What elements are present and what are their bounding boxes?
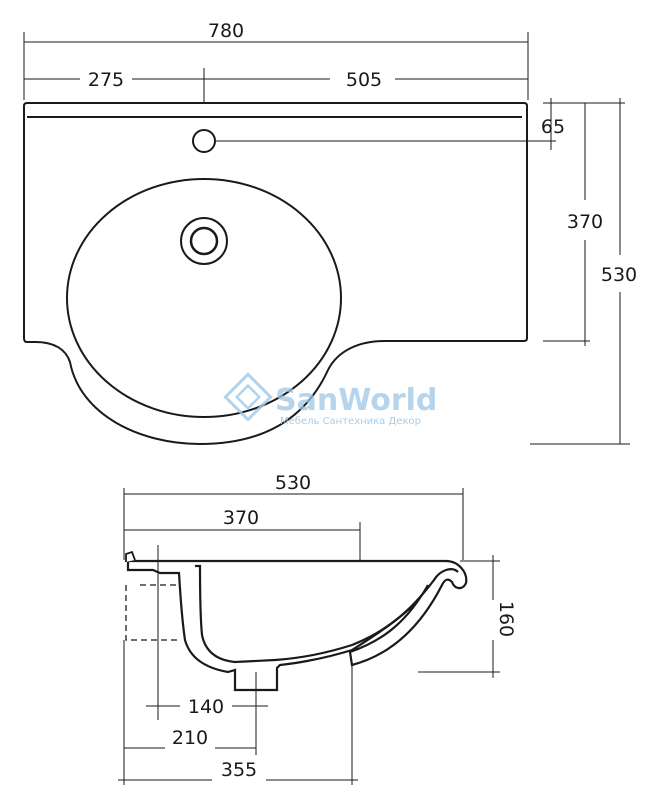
dim-label-370: 370 xyxy=(567,211,603,233)
dim-label-side-160: 160 xyxy=(495,601,517,637)
watermark-tagline: Мебель Сантехника Декор xyxy=(280,416,421,427)
bowl-outline xyxy=(66,178,342,418)
dim-label-355: 355 xyxy=(221,759,257,781)
dim-label-side-370: 370 xyxy=(223,507,259,529)
dim-side-bottom: 140 210 355 xyxy=(118,545,358,785)
dim-side-top: 530 370 xyxy=(123,472,464,560)
top-view: 780 275 505 65 3 xyxy=(23,20,637,446)
basin-section-profile xyxy=(126,559,468,692)
drain-icon xyxy=(180,217,228,265)
dim-label-780: 780 xyxy=(208,20,244,42)
rim-lip xyxy=(125,550,136,562)
dim-label-275: 275 xyxy=(88,69,124,91)
watermark-brand: SanWorld xyxy=(275,383,437,418)
watermark: SanWorld Мебель Сантехника Декор xyxy=(223,372,437,427)
basin-inner-wall xyxy=(195,564,459,664)
dim-label-65: 65 xyxy=(541,116,565,138)
dim-label-side-530: 530 xyxy=(275,472,311,494)
cabinet-dashed-outline xyxy=(125,565,361,641)
tap-hole-icon xyxy=(192,129,216,153)
dim-total-width: 780 xyxy=(23,20,529,100)
dim-label-210: 210 xyxy=(172,727,208,749)
dim-label-530: 530 xyxy=(601,264,637,286)
sanworld-logo-icon xyxy=(223,372,273,422)
dim-side-height: 160 xyxy=(418,555,517,678)
dim-hole-position: 275 505 xyxy=(24,68,528,232)
dim-label-140: 140 xyxy=(188,696,224,718)
dim-right-side: 65 370 530 xyxy=(530,98,637,445)
side-view: 530 370 160 140 xyxy=(118,472,517,785)
dim-label-505: 505 xyxy=(346,69,382,91)
